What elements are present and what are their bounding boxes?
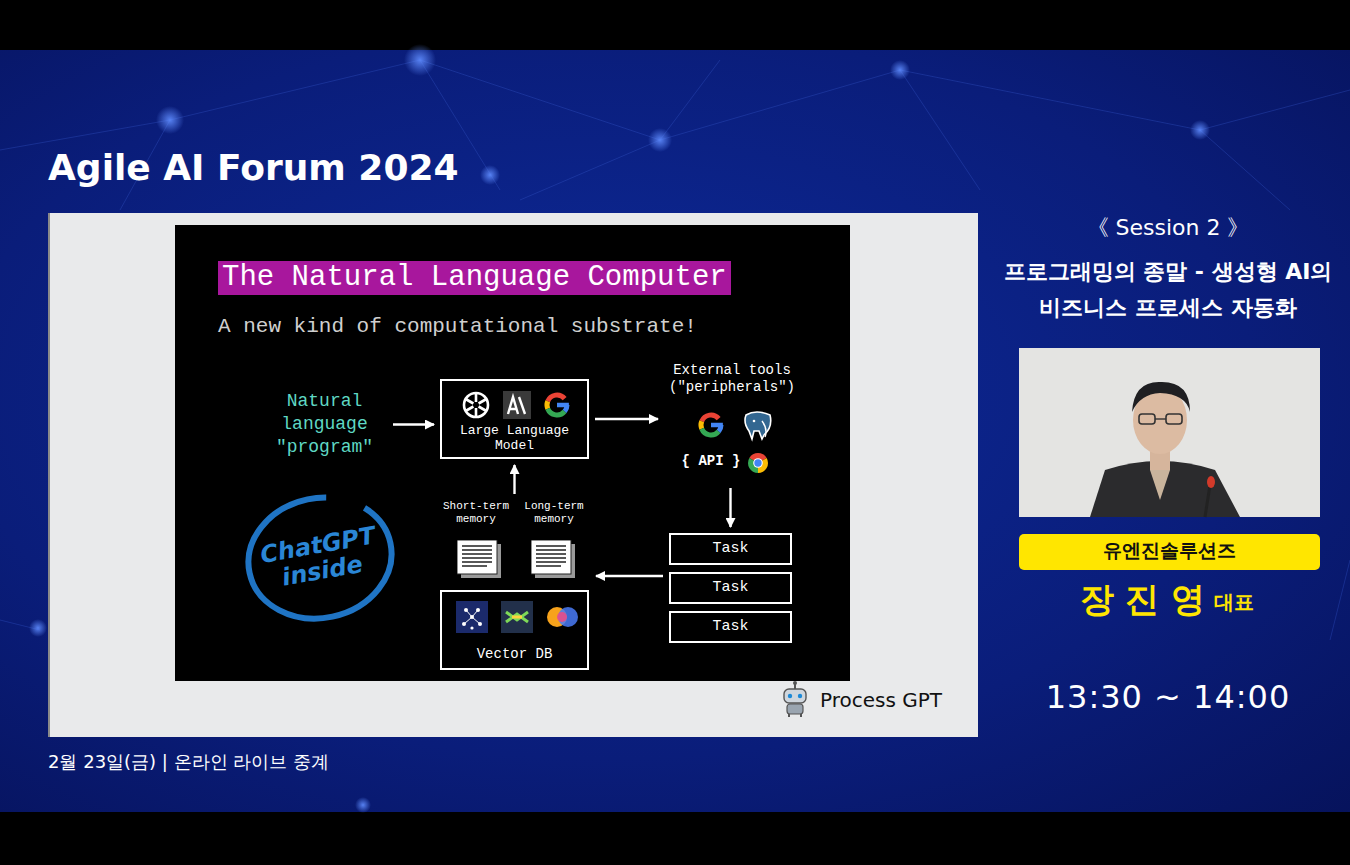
arrow-connector [595,418,658,420]
memory-label: Short-term memory [440,500,512,526]
speaker-photo [1019,348,1320,517]
session-label: 《 Session 2 》 [1000,214,1336,242]
session-title: 프로그래밍의 종말 - 생성형 AI의 비즈니스 프로세스 자동화 [993,254,1343,326]
task-label: Task [671,574,790,601]
chatgpt-inside-logo [237,484,403,631]
llm-logos [464,391,569,419]
vector-db-logos [456,601,578,633]
task-box: Task [669,572,792,604]
robot-icon [784,681,806,717]
brand-label: Process GPT [820,688,942,712]
date-label: 2월 23일(금) | 온라인 라이브 중계 [48,750,329,774]
memory-documents [457,540,575,578]
memory-label: Long-term memory [518,500,590,526]
time-label: 13:30 ~ 14:00 [1000,677,1336,717]
slide-title: The Natural Language Computer [218,261,731,295]
task-box: Task [669,611,792,643]
task-label: Task [671,613,790,640]
arrow-connector [393,423,434,425]
vector-db-box: Vector DB [440,590,589,670]
speaker-name: 장 진 영 [1060,578,1225,620]
program-text: Natural language "program" [262,390,387,459]
speaker-role: 대표 [1214,589,1254,615]
forum-name: Agile AI Forum 2024 [48,146,459,190]
llm-box: Large Language Model [440,379,589,459]
memory-group: Short-term memoryLong-term memory [440,500,590,580]
input-program: Natural language "program" [262,390,387,460]
slide-subtitle: A new kind of computational substrate! [218,314,697,340]
box-label: Large Language Model [443,423,586,453]
task-label: Task [671,535,790,562]
api-label: { API } [678,453,744,470]
arrow-connector [596,575,663,577]
arrow-connector [729,488,731,527]
box-label: Vector DB [442,646,587,663]
company-band: 유엔진솔루션즈 [1019,534,1320,570]
group-heading: External tools ("peripherals") [664,362,800,396]
company-name: 유엔진솔루션즈 [1019,534,1320,567]
task-box: Task [669,533,792,565]
external-tools: External tools ("peripherals") { API } [664,362,800,482]
slide-panel [48,213,978,737]
arrow-connector [513,465,515,494]
